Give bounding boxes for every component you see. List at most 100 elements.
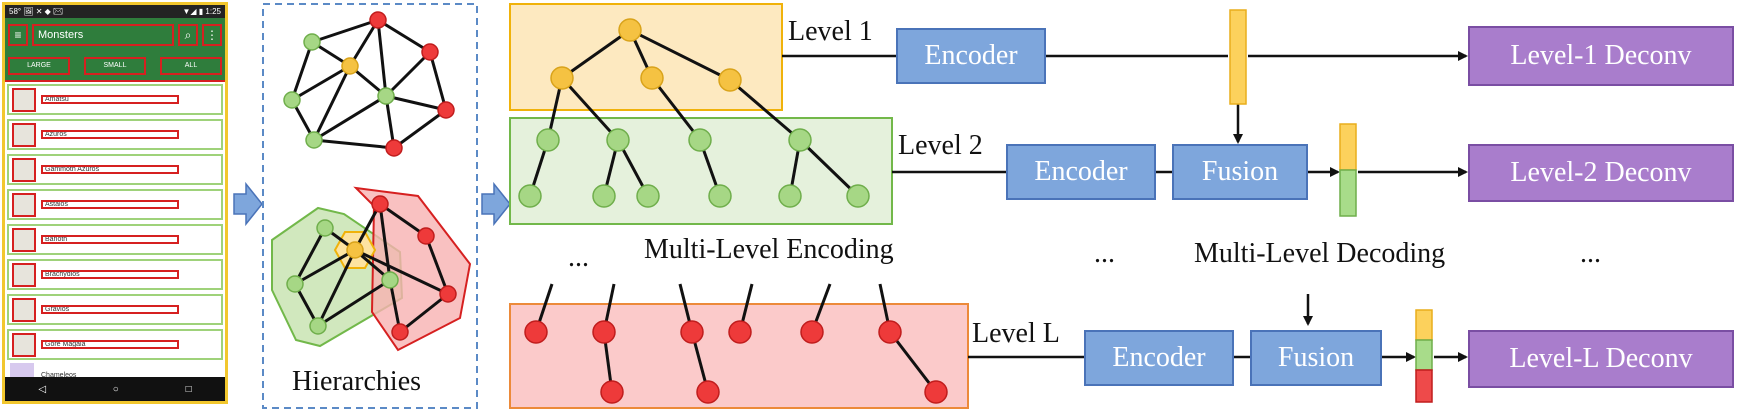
tree-node (708, 184, 732, 208)
recents-icon[interactable]: □ (185, 383, 192, 395)
list-item[interactable]: Barioth (7, 224, 223, 255)
graph-node (437, 101, 455, 119)
feature-bar-green (1415, 339, 1433, 371)
graph-node (391, 323, 409, 341)
encoder-box: Encoder (1006, 144, 1156, 200)
graph-node (417, 227, 435, 245)
android-nav-bar: ◁ ○ □ (5, 377, 225, 401)
app-bar: ≡ Monsters ⌕ ⋮ (5, 18, 225, 52)
tab-large[interactable]: LARGE (8, 57, 70, 75)
list-item[interactable]: Amatsu (7, 84, 223, 115)
search-icon[interactable]: ⌕ (178, 24, 198, 46)
fusion-box: Fusion (1172, 144, 1308, 200)
hierarchy-region-red (353, 186, 472, 352)
connector-lines (782, 51, 1468, 362)
more-options-icon[interactable]: ⋮ (202, 24, 222, 46)
back-icon[interactable]: ◁ (38, 383, 47, 395)
deconv-box: Level-1 Deconv (1468, 26, 1734, 86)
tree-node (788, 128, 812, 152)
monster-name: Gore Magala (41, 340, 179, 349)
list-item[interactable]: Azuros (7, 119, 223, 150)
tree-node (606, 128, 630, 152)
monster-name: Chameleos (41, 371, 77, 379)
graph-node (377, 87, 395, 105)
home-icon[interactable]: ○ (112, 383, 119, 395)
graph-node (303, 33, 321, 51)
tree-node (592, 320, 616, 344)
hierarchy-graph-nodes (286, 195, 457, 341)
level-2-label: Level 2 (898, 130, 983, 161)
monster-thumbnail (12, 262, 36, 287)
deconv-box: Level-2 Deconv (1468, 144, 1734, 202)
tree-node (718, 68, 742, 92)
graph-node (286, 275, 304, 293)
graph-node (381, 271, 399, 289)
ellipsis: ... (1094, 238, 1115, 269)
app-title: Monsters (32, 24, 174, 46)
block-arrow-icon (233, 181, 263, 227)
monster-list: Amatsu Azuros Gammoth Azuros Astalos Bar… (5, 82, 225, 387)
graph-node (385, 139, 403, 157)
graph-node (309, 317, 327, 335)
feature-bar-green (1339, 169, 1357, 217)
tree-node (618, 18, 642, 42)
tree-node (778, 184, 802, 208)
tree-node (878, 320, 902, 344)
tree-node (696, 380, 720, 404)
tree-node (640, 66, 664, 90)
graph-node (421, 43, 439, 61)
graph-node (369, 11, 387, 29)
tree-node (524, 320, 548, 344)
monster-name: Amatsu (41, 95, 179, 104)
feature-bar-yellow (1229, 9, 1247, 105)
tab-bar: LARGE SMALL ALL (5, 52, 225, 82)
mesh-graph-nodes (283, 11, 455, 157)
tab-all[interactable]: ALL (160, 57, 222, 75)
level-l-box (509, 303, 969, 409)
monster-thumbnail (12, 122, 36, 147)
list-item[interactable]: Gore Magala (7, 329, 223, 360)
tree-nodes (518, 18, 948, 404)
monster-thumbnail (12, 227, 36, 252)
graph-node (346, 241, 364, 259)
tab-small[interactable]: SMALL (84, 57, 146, 75)
status-bar: 58° 🖼 ✕ ◆ ✉ ▼◢ ▮ 1:25 (5, 5, 225, 18)
monster-thumbnail (12, 332, 36, 357)
tree-node (924, 380, 948, 404)
list-item[interactable]: Gravios (7, 294, 223, 325)
encoder-box: Encoder (896, 28, 1046, 84)
ellipsis: ... (1580, 238, 1601, 269)
tree-node (636, 184, 660, 208)
graph-node (316, 219, 334, 237)
multi-level-encoding-label: Multi-Level Encoding (644, 234, 894, 265)
encoder-box: Encoder (1084, 330, 1234, 386)
graph-node (371, 195, 389, 213)
phone-screenshot: 58° 🖼 ✕ ◆ ✉ ▼◢ ▮ 1:25 ≡ Monsters ⌕ ⋮ LAR… (2, 2, 228, 404)
list-item[interactable]: Gammoth Azuros (7, 154, 223, 185)
tree-node (600, 380, 624, 404)
tree-node (550, 66, 574, 90)
level-1-box (509, 3, 783, 111)
tree-node (846, 184, 870, 208)
graph-node (341, 57, 359, 75)
tree-node (688, 128, 712, 152)
tree-node (536, 128, 560, 152)
list-item[interactable]: Brachydios (7, 259, 223, 290)
menu-icon[interactable]: ≡ (8, 24, 28, 46)
list-item[interactable]: Astalos (7, 189, 223, 220)
tree-node (592, 184, 616, 208)
graph-node (283, 91, 301, 109)
multi-level-decoding-label: Multi-Level Decoding (1194, 238, 1446, 269)
monster-name: Gammoth Azuros (41, 165, 179, 174)
monster-name: Azuros (41, 130, 179, 139)
tree-node (518, 184, 542, 208)
graph-node (439, 285, 457, 303)
feature-bar-yellow (1415, 309, 1433, 341)
tree-node (680, 320, 704, 344)
monster-thumbnail (12, 297, 36, 322)
hierarchies-frame (262, 3, 478, 409)
monster-thumbnail (12, 192, 36, 217)
tree-node (800, 320, 824, 344)
